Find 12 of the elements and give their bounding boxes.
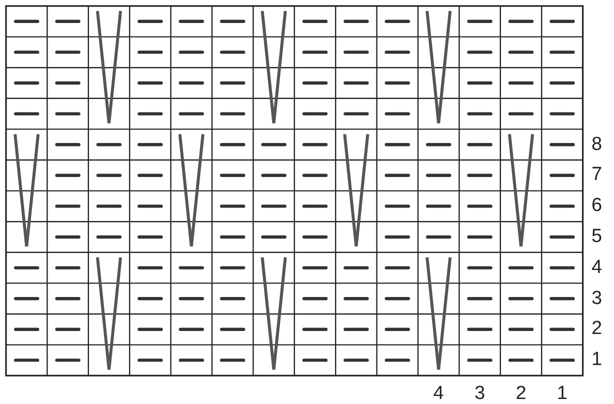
row-number: 2 (590, 319, 604, 340)
column-number: 2 (514, 384, 528, 404)
row-number: 8 (590, 134, 604, 155)
row-number: 6 (590, 196, 604, 216)
row-number: 3 (590, 288, 604, 309)
column-number: 3 (474, 384, 486, 404)
row-number: 4 (590, 258, 604, 278)
column-number: 1 (556, 384, 568, 404)
row-number: 7 (590, 165, 604, 186)
column-number: 4 (432, 384, 445, 404)
row-number: 5 (590, 227, 604, 247)
row-number: 1 (590, 350, 604, 370)
